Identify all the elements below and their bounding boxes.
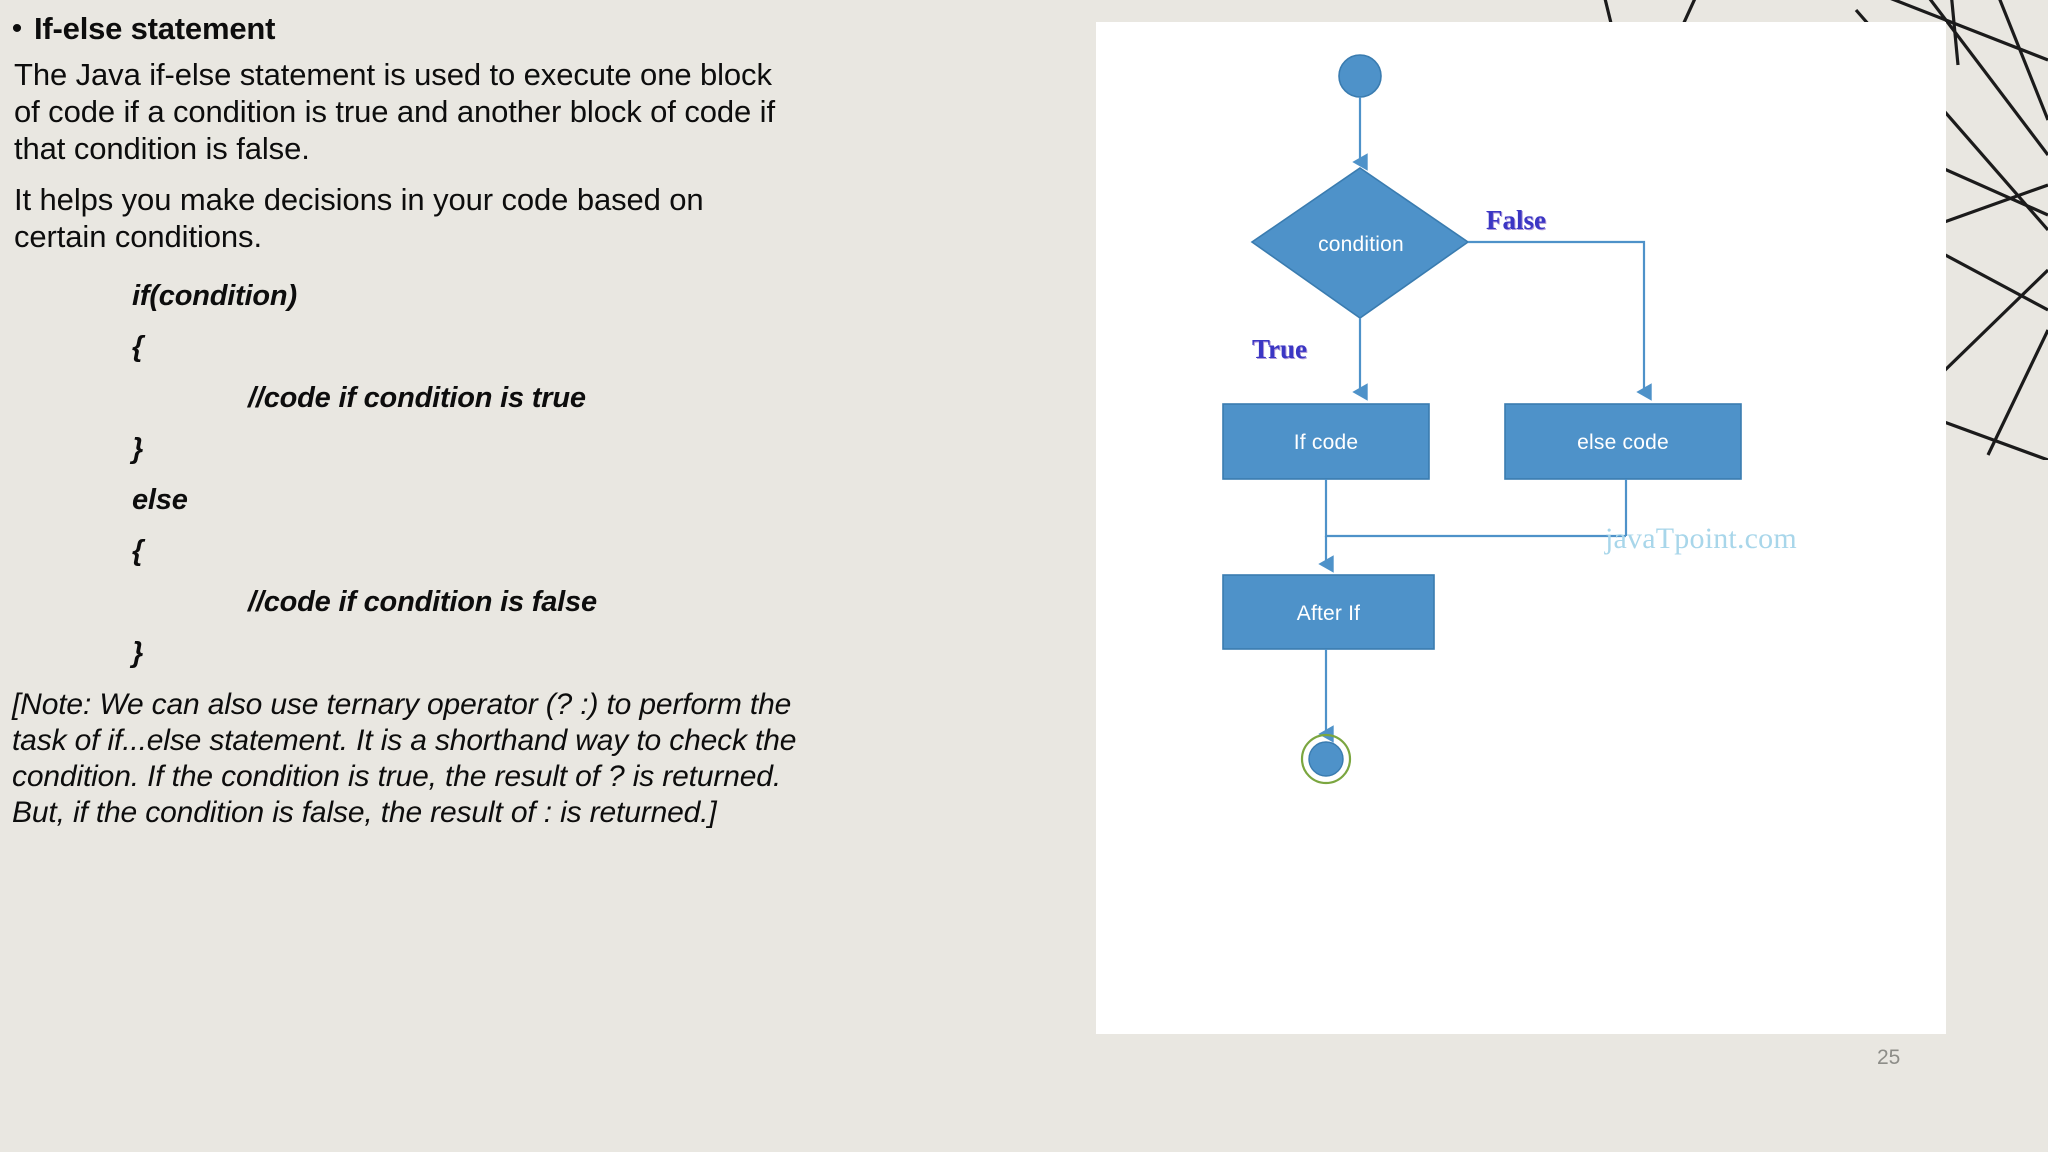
bullet-heading-row: • If-else statement [0, 0, 830, 50]
flowchart-svg [1222, 54, 1742, 785]
end-node [1308, 741, 1344, 777]
code-line: { [132, 331, 144, 363]
process-node-after-if [1222, 574, 1435, 650]
flowchart-panel: condition If code else code After If Tru… [1096, 22, 1946, 1034]
note-paragraph: [Note: We can also use ternary operator … [12, 688, 797, 829]
code-line: else [132, 484, 188, 516]
edge-false-branch [1468, 240, 1652, 401]
bullet-point-icon: • [11, 12, 23, 45]
edge-label-false: False [1486, 205, 1546, 235]
slide-text-column: • If-else statement The Java if-else sta… [0, 0, 830, 831]
page-title: If-else statement [34, 11, 276, 46]
end-node-ring [1300, 733, 1352, 785]
code-line: if(condition) [132, 280, 297, 312]
edge-label-true: True [1252, 334, 1307, 364]
slide-number: 25 [1877, 1046, 1901, 1069]
code-snippet: if(condition) { //code if condition is t… [0, 271, 830, 679]
code-line: } [132, 433, 144, 465]
start-node [1338, 54, 1382, 98]
paragraph-definition: The Java if-else statement is used to ex… [14, 57, 775, 166]
decision-node-label: condition [1318, 233, 1404, 256]
code-line: //code if condition is true [248, 382, 586, 414]
code-line: { [132, 535, 144, 567]
else-code-node-label: else code [1577, 431, 1669, 454]
process-node-if-code [1222, 403, 1430, 480]
if-code-node-label: If code [1293, 431, 1359, 454]
edge-if-code-to-merge [1324, 479, 1626, 538]
process-node-else-code [1504, 403, 1742, 480]
code-line: //code if condition is false [248, 586, 597, 618]
after-if-node-label: After If [1296, 602, 1361, 625]
javatpoint-watermark: javaTpoint.com [1605, 522, 1797, 555]
paragraph-usage: It helps you make decisions in your code… [14, 182, 704, 254]
code-line: } [132, 637, 144, 669]
